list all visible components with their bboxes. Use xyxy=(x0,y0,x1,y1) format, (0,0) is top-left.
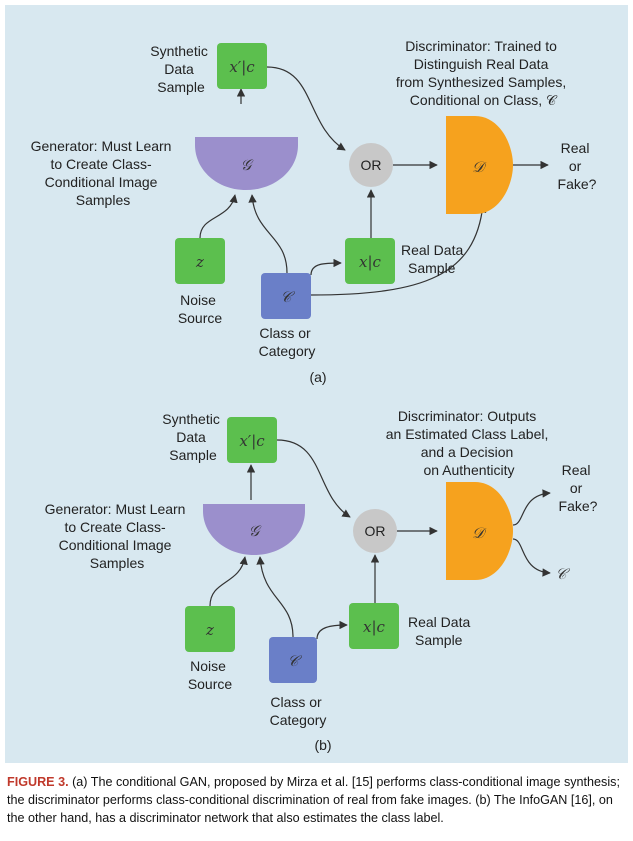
panel-tag-b: (b) xyxy=(314,737,331,753)
real-sample-node-b xyxy=(349,603,399,649)
generator-node-b xyxy=(203,504,305,555)
discriminator-node-b xyxy=(446,482,513,580)
synthetic-label-a: Synthetic Data Sample xyxy=(150,43,211,95)
arrow-class-to-generator-a xyxy=(248,194,288,274)
generator-desc-a: Generator: Must Learn to Create Class- C… xyxy=(31,138,176,208)
noise-label-a: Noise Source xyxy=(178,292,223,326)
discriminator-desc-a: Discriminator: Trained to Distinguish Re… xyxy=(396,38,570,108)
class-node-b xyxy=(269,637,317,683)
discriminator-symbol-b: 𝒟 xyxy=(472,524,487,542)
arrow-disc-to-realfake-b xyxy=(512,489,551,526)
real-or-fake-b: Real or Fake? xyxy=(559,462,598,514)
real-sample-symbol-b: x|c xyxy=(363,618,386,636)
generator-desc-b: Generator: Must Learn to Create Class- C… xyxy=(45,501,190,571)
arrow-class-to-disc-a xyxy=(310,204,487,296)
arrow-sample-to-or-b xyxy=(276,439,351,518)
generator-symbol-b: 𝒢 xyxy=(249,522,262,540)
panel-b: x′|c 𝒢 OR 𝒟 z 𝒞 x|c Synthetic Data Sampl… xyxy=(45,408,598,753)
synthetic-sample-symbol-b: x′|c xyxy=(239,432,265,450)
gan-diagram: x′|c 𝒢 OR 𝒟 z 𝒞 x|c Synthetic Data Sampl… xyxy=(31,38,598,753)
real-sample-node-a xyxy=(345,238,395,284)
noise-symbol-b: z xyxy=(205,621,214,639)
noise-node-b xyxy=(185,606,235,652)
arrow-sample-to-or-a xyxy=(266,66,346,151)
panel-a: x′|c 𝒢 OR 𝒟 z 𝒞 x|c Synthetic Data Sampl… xyxy=(31,38,597,385)
class-label-b: Class or Category xyxy=(270,694,327,728)
figure-caption: FIGURE 3. (a) The conditional GAN, propo… xyxy=(7,773,627,827)
arrow-z-to-generator-b xyxy=(209,556,248,607)
class-label-a: Class or Category xyxy=(259,325,316,359)
real-sample-symbol-a: x|c xyxy=(359,253,382,271)
class-output-symbol-b: 𝒞 xyxy=(556,565,571,583)
synthetic-sample-node-b xyxy=(227,417,277,463)
or-label-a: OR xyxy=(361,157,382,173)
or-label-b: OR xyxy=(365,523,386,539)
arrow-class-to-real-a xyxy=(310,258,342,276)
real-data-label-a: Real Data Sample xyxy=(401,242,467,276)
class-node-a xyxy=(261,273,311,319)
noise-node-a xyxy=(175,238,225,284)
caption-label: FIGURE 3. xyxy=(7,775,69,789)
caption-text: (a) The conditional GAN, proposed by Mir… xyxy=(7,775,620,825)
figure-panel: x′|c 𝒢 OR 𝒟 z 𝒞 x|c Synthetic Data Sampl… xyxy=(5,5,628,763)
panel-tag-a: (a) xyxy=(309,369,326,385)
arrow-disc-to-class-b xyxy=(512,538,551,577)
real-or-fake-a: Real or Fake? xyxy=(558,140,597,192)
real-data-label-b: Real Data Sample xyxy=(408,614,474,648)
discriminator-desc-b: Discriminator: Outputs an Estimated Clas… xyxy=(386,408,553,478)
arrow-class-to-real-b xyxy=(316,620,348,640)
discriminator-symbol-a: 𝒟 xyxy=(472,158,487,176)
arrow-class-to-generator-b xyxy=(256,556,294,638)
or-node-b xyxy=(353,509,397,553)
or-node-a xyxy=(349,143,393,187)
noise-symbol-a: z xyxy=(195,253,204,271)
noise-label-b: Noise Source xyxy=(188,658,233,692)
synthetic-sample-symbol-a: x′|c xyxy=(229,58,255,76)
arrow-z-to-generator-a xyxy=(199,194,238,239)
synthetic-label-b: Synthetic Data Sample xyxy=(162,411,223,463)
discriminator-node-a xyxy=(446,116,513,214)
generator-symbol-a: 𝒢 xyxy=(241,156,254,174)
synthetic-sample-node-a xyxy=(217,43,267,89)
generator-node-a xyxy=(195,137,298,190)
